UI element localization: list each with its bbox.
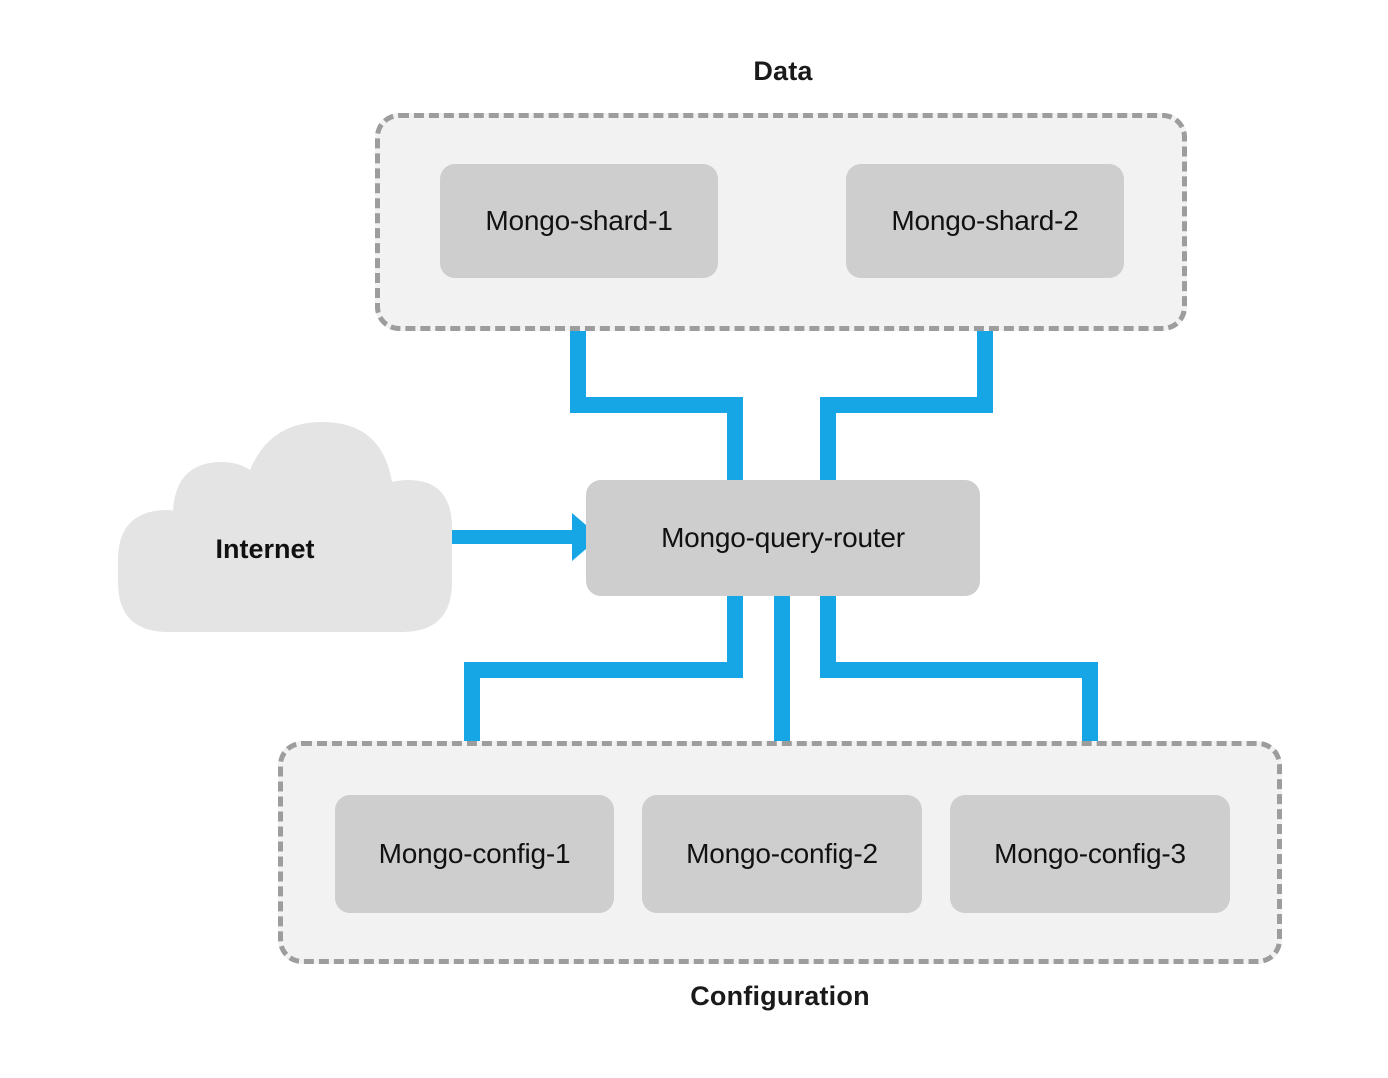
node-mongo-query-router[interactable]: Mongo-query-router [586,480,980,596]
cloud-icon [118,422,452,632]
node-mongo-shard-2[interactable]: Mongo-shard-2 [846,164,1124,278]
node-mongo-config-3[interactable]: Mongo-config-3 [950,795,1230,913]
node-mongo-shard-1[interactable]: Mongo-shard-1 [440,164,718,278]
node-mongo-config-1[interactable]: Mongo-config-1 [335,795,614,913]
cloud-label-internet: Internet [215,534,315,564]
node-mongo-config-2[interactable]: Mongo-config-2 [642,795,922,913]
group-label-data: Data [753,56,813,86]
group-label-configuration: Configuration [690,981,870,1011]
